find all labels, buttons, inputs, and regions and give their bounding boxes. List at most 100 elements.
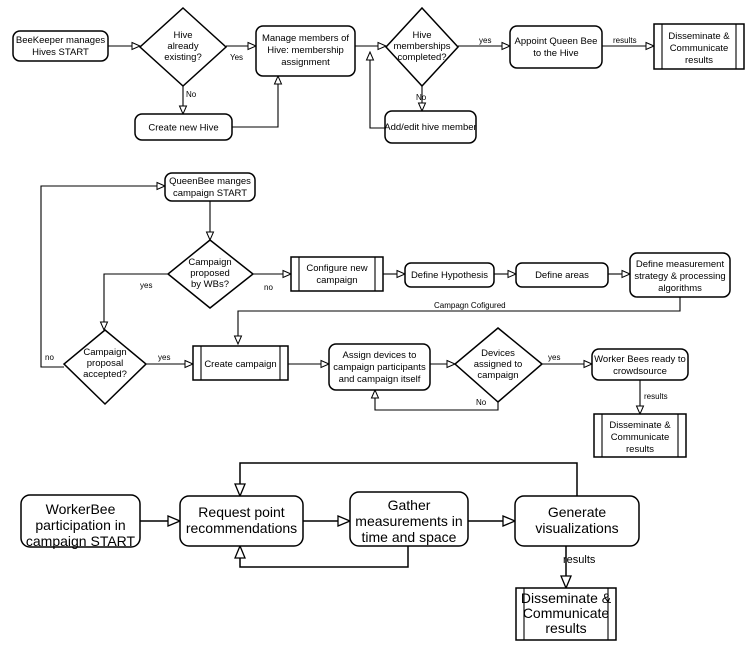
create-new-hive-node: Create new Hive — [134, 113, 233, 141]
node-text: results — [685, 55, 713, 66]
node-text: Hive — [173, 30, 192, 41]
node-text: to the Hive — [533, 48, 578, 59]
node-text: BeeKeeper manages — [16, 35, 106, 46]
node-text: Disseminate & — [668, 31, 730, 42]
node-text: Hive — [412, 30, 431, 41]
node-text: WorkerBee — [46, 501, 116, 517]
node-text: Create campaign — [204, 359, 276, 370]
node-text: campaign — [316, 275, 357, 286]
node-text: strategy & processing — [634, 271, 725, 282]
node-text: Define measurement — [636, 259, 725, 270]
node-text: proposal — [87, 358, 123, 369]
edge-label: results — [613, 36, 637, 45]
node-text: Gather — [388, 497, 431, 513]
node-text: campaign participants — [333, 362, 426, 373]
edge-label: yes — [548, 353, 560, 362]
edge-label: No — [476, 398, 487, 407]
add-edit-member-node: Add/edit hive member — [384, 110, 477, 144]
node-text: campaign START — [173, 188, 247, 199]
svg-text:Define Hypothesis: Define Hypothesis — [411, 270, 488, 281]
node-text: Add/edit hive member — [384, 122, 476, 133]
node-text: campaign START — [26, 533, 136, 549]
edge-label: no — [264, 283, 273, 292]
node-text: Worker Bees ready to — [594, 354, 686, 365]
svg-text:Create campaign: Create campaign — [204, 359, 276, 370]
node-text: Create new Hive — [148, 123, 218, 134]
node-text: Communicate — [523, 605, 610, 621]
edge-label: results — [644, 392, 668, 401]
node-text: accepted? — [83, 369, 127, 380]
node-text: Manage members of — [262, 33, 349, 44]
node-text: Request point — [198, 504, 285, 520]
node-text: Hive: membership — [267, 45, 344, 56]
edge-label: No — [416, 93, 427, 102]
edge-label: yes — [140, 281, 152, 290]
edge-label: no — [45, 353, 54, 362]
node-text: assigned to — [474, 359, 523, 370]
node-text: recommendations — [186, 520, 297, 536]
node-text: proposed — [190, 268, 230, 279]
node-text: algorithms — [658, 283, 702, 294]
node-text: and campaign itself — [339, 374, 421, 385]
node-text: visualizations — [535, 520, 618, 536]
svg-text:Add/edit hive member: Add/edit hive member — [384, 122, 476, 133]
node-text: Campaign — [83, 347, 126, 358]
node-text: Define Hypothesis — [411, 270, 488, 281]
edge-label: No — [186, 90, 197, 99]
node-text: Hives START — [32, 47, 89, 58]
edge-label: Campagn Cofigured — [434, 301, 506, 310]
node-text: Assign devices to — [343, 350, 417, 361]
node-text: Disseminate & — [521, 590, 612, 606]
create-campaign-node: Create campaign — [192, 345, 289, 381]
define-areas-node: Define areas — [515, 262, 609, 288]
define-hypothesis-node: Define Hypothesis — [404, 262, 495, 288]
node-text: Campaign — [188, 257, 231, 268]
edge-label: results — [563, 554, 596, 566]
node-text: already — [167, 41, 198, 52]
node-text: memberships — [393, 41, 450, 52]
node-text: results — [545, 620, 586, 636]
svg-text:Create new Hive: Create new Hive — [148, 123, 218, 134]
node-text: measurements in — [355, 513, 462, 529]
node-text: QueenBee manges — [169, 176, 251, 187]
node-text: by WBs? — [191, 279, 229, 290]
node-text: assignment — [281, 57, 330, 68]
node-text: existing? — [164, 52, 202, 63]
node-text: results — [626, 444, 654, 455]
node-text: Communicate — [670, 43, 729, 54]
edge-label: Yes — [230, 53, 243, 62]
